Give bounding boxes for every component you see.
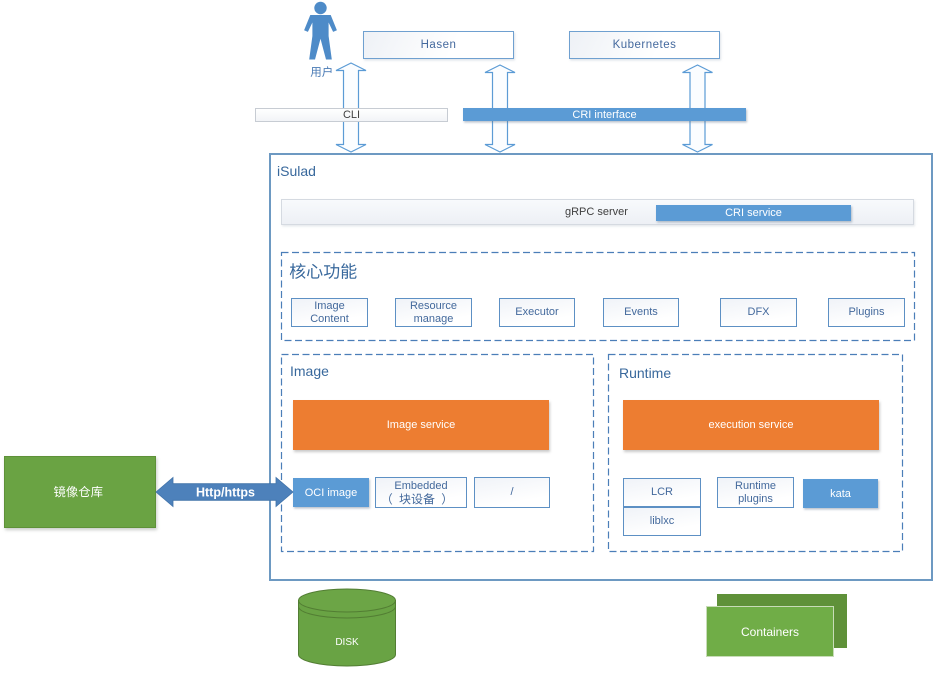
svg-text:DISK: DISK	[335, 637, 359, 648]
svg-text:Http/https: Http/https	[196, 486, 255, 500]
